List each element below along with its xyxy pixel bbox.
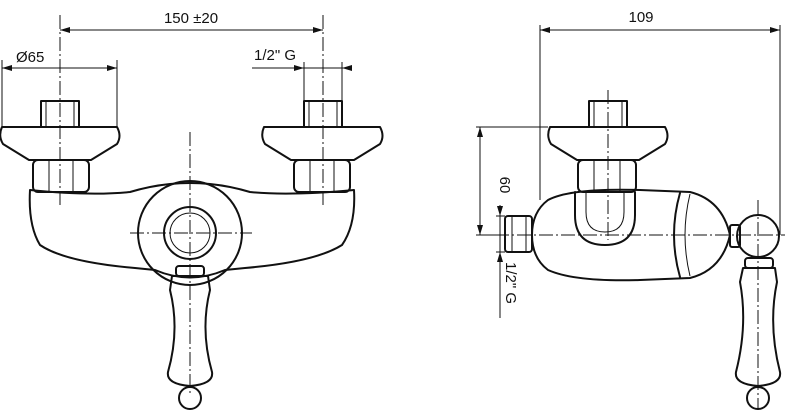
label-height: 60 [496,177,513,194]
label-center-distance: 150 ±20 [164,10,218,27]
front-right-inlet [261,100,384,193]
side-handle [729,214,782,410]
front-mixer-body [28,182,356,279]
dim-inlet-thread-front: 1/2" G [252,47,352,101]
dim-flange-diameter: Ø65 [1,49,118,127]
side-view: 109 60 1/2" G [476,9,785,410]
label-inlet-thread-side: 1/2" G [502,262,519,304]
dim-depth: 109 [539,9,781,235]
label-depth: 109 [628,9,653,26]
side-outlet [504,215,533,253]
dim-inlet-thread-side: 1/2" G [496,205,519,318]
dim-center-distance: 150 ±20 [60,10,323,33]
label-flange-diameter: Ø65 [16,49,44,66]
front-view: 150 ±20 Ø65 1/2" G [0,10,384,410]
label-inlet-thread-front: 1/2" G [254,47,296,64]
